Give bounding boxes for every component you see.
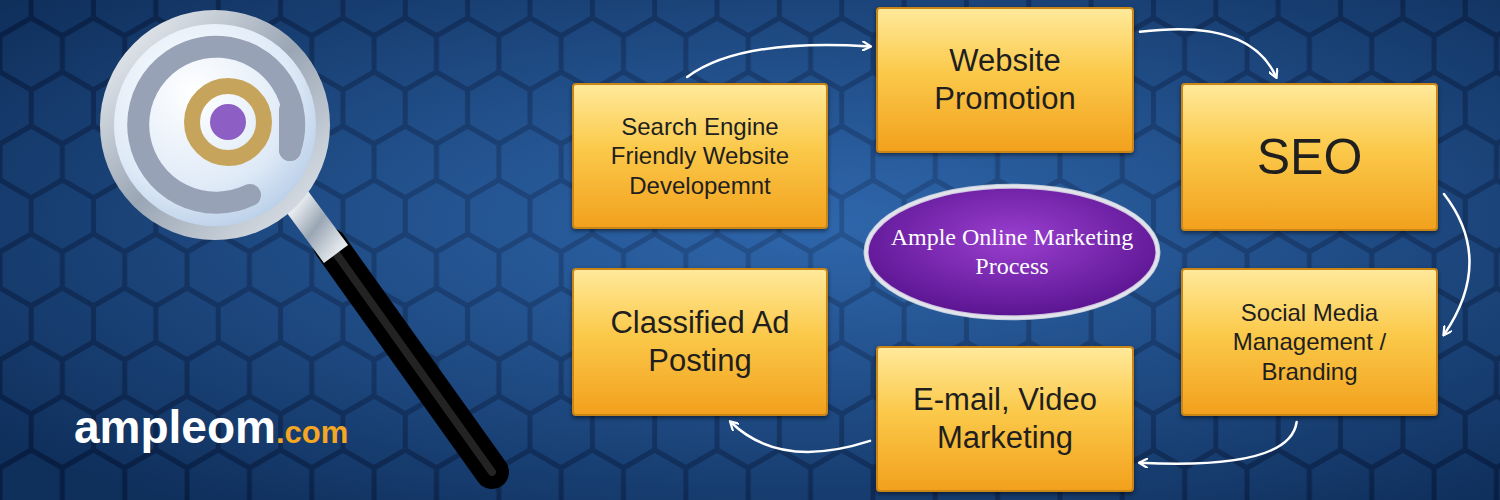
- brand-domain: .com: [276, 415, 348, 450]
- ellipse-shape: [860, 182, 1164, 322]
- flow-arrow: [687, 45, 870, 77]
- box-text: Search Engine Friendly Website Developem…: [584, 112, 816, 200]
- process-box: SEO: [1181, 83, 1438, 231]
- flow-arrow: [731, 422, 870, 452]
- process-box: Social Media Management / Branding: [1181, 268, 1438, 416]
- box-text: Classified Ad Posting: [584, 304, 816, 380]
- flow-arrow: [1140, 29, 1276, 77]
- flow-arrow: [1444, 194, 1470, 335]
- process-box: Classified Ad Posting: [572, 268, 828, 416]
- process-box: E-mail, Video Marketing: [876, 346, 1134, 492]
- box-text: SEO: [1257, 127, 1363, 188]
- process-box: Search Engine Friendly Website Developem…: [572, 83, 828, 229]
- brand-mark: ampleom.com: [74, 400, 348, 454]
- box-text: E-mail, Video Marketing: [888, 381, 1122, 457]
- center-title: Ample Online Marketing Process: [886, 223, 1138, 282]
- flow-arrow: [1140, 422, 1297, 464]
- process-box: Website Promotion: [876, 7, 1134, 153]
- box-text: Website Promotion: [888, 42, 1122, 118]
- center-ellipse: Ample Online Marketing Process: [860, 182, 1164, 322]
- brand-name: ampleom: [74, 401, 276, 453]
- box-text: Social Media Management / Branding: [1193, 298, 1426, 386]
